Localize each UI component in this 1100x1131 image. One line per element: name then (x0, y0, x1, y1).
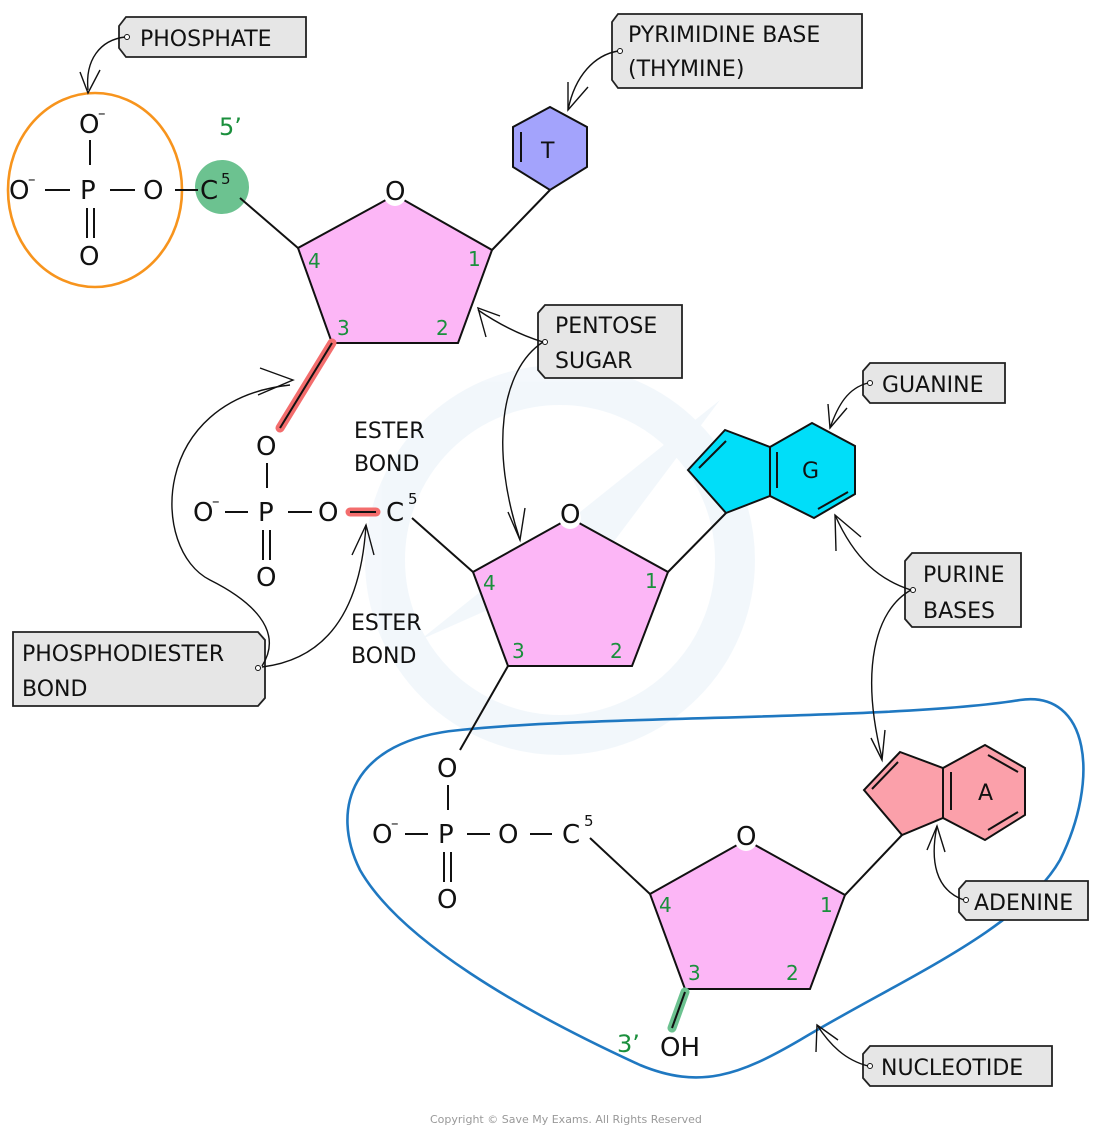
svg-text:3: 3 (512, 639, 525, 663)
svg-text:3: 3 (688, 961, 701, 985)
svg-text:O: O (498, 820, 518, 850)
svg-text:–: – (212, 492, 220, 510)
five-prime-label: 5’ (219, 113, 242, 141)
svg-text:SUGAR: SUGAR (555, 349, 632, 374)
svg-text:BOND: BOND (22, 677, 87, 702)
carbon-2-label: 2 (436, 316, 449, 340)
svg-text:1: 1 (645, 569, 658, 593)
thymine-letter: T (540, 139, 555, 164)
atom-o: O (143, 176, 163, 206)
svg-text:PHOSPHATE: PHOSPHATE (140, 27, 272, 52)
pentose-sugar-2 (471, 516, 670, 667)
svg-text:O: O (437, 754, 457, 784)
phosphate-group-top: O – O – P O O C 5 (9, 104, 231, 272)
carbon-1-label: 1 (468, 247, 481, 271)
svg-text:GUANINE: GUANINE (882, 373, 984, 398)
ester-bond-label-bottom: ESTER (351, 611, 422, 636)
adenine-base (862, 743, 1026, 842)
svg-text:PENTOSE: PENTOSE (555, 314, 657, 339)
guanine-label-tag: GUANINE (862, 362, 1006, 404)
svg-text:BOND: BOND (354, 452, 419, 477)
svg-text:C: C (386, 498, 404, 528)
svg-text:O: O (193, 498, 213, 528)
svg-text:BOND: BOND (351, 644, 416, 669)
svg-text:5: 5 (221, 170, 231, 188)
guanine-base (686, 421, 856, 520)
nucleotide-outline (346, 697, 1085, 1079)
arrow (86, 36, 126, 91)
guanine-letter: G (802, 459, 819, 484)
pentose-sugar-1 (296, 193, 494, 344)
svg-text:–: – (391, 814, 399, 832)
copyright-notice: Copyright © Save My Exams. All Rights Re… (430, 1113, 702, 1126)
svg-text:BASES: BASES (923, 599, 995, 624)
thymine-base (512, 105, 588, 192)
atom-o: O (79, 242, 99, 272)
ring-oxygen: O (385, 177, 405, 207)
ester-bond-label-top: ESTER (354, 419, 425, 444)
phosphate-group-middle: O O – P O O C 5 (193, 432, 418, 593)
svg-text:1: 1 (820, 893, 833, 917)
atom-o-minus: O (79, 110, 99, 140)
atom-c5: C (200, 176, 218, 206)
pyrimidine-label-tag: PYRIMIDINE BASE (THYMINE) (611, 13, 863, 89)
svg-text:O: O (372, 820, 392, 850)
svg-text:O: O (560, 500, 580, 530)
svg-text:O: O (318, 498, 338, 528)
pentose-sugar-label-tag: PENTOSE SUGAR (537, 304, 683, 379)
svg-text:ADENINE: ADENINE (974, 891, 1073, 916)
svg-text:P: P (258, 498, 274, 528)
adenine-label-tag: ADENINE (958, 880, 1089, 921)
svg-text:P: P (438, 820, 454, 850)
svg-text:2: 2 (786, 961, 799, 985)
phosphodiester-bond-label-tag: PHOSPHODIESTER BOND (12, 631, 266, 707)
svg-text:C: C (562, 820, 580, 850)
purine-bases-label-tag: PURINE BASES (904, 552, 1022, 628)
svg-text:5: 5 (408, 490, 418, 508)
phosphate-label-tag: PHOSPHATE (118, 16, 307, 58)
adenine-letter: A (978, 781, 993, 806)
svg-text:(THYMINE): (THYMINE) (628, 57, 744, 82)
nucleotide-label-tag: NUCLEOTIDE (862, 1045, 1053, 1087)
three-prime-label: 3’ (617, 1030, 640, 1058)
phosphate-group-bottom: O O – P O O C 5 (372, 754, 594, 915)
five-prime-highlight (195, 160, 249, 214)
svg-text:O: O (256, 432, 276, 462)
carbon-4-label: 4 (308, 249, 321, 273)
atom-p: P (80, 176, 96, 206)
svg-text:–: – (98, 104, 106, 122)
pentose-sugar-3 (648, 838, 847, 990)
svg-text:–: – (28, 170, 36, 188)
svg-text:O: O (256, 563, 276, 593)
svg-text:O: O (736, 822, 756, 852)
svg-text:O: O (437, 885, 457, 915)
svg-text:4: 4 (659, 893, 672, 917)
svg-text:2: 2 (610, 639, 623, 663)
svg-text:PHOSPHODIESTER: PHOSPHODIESTER (22, 642, 224, 667)
svg-text:PURINE: PURINE (923, 563, 1005, 588)
svg-text:PYRIMIDINE BASE: PYRIMIDINE BASE (628, 23, 820, 48)
svg-text:NUCLEOTIDE: NUCLEOTIDE (881, 1056, 1023, 1081)
atom-o-minus: O (9, 176, 29, 206)
svg-text:5: 5 (584, 812, 594, 830)
svg-text:4: 4 (483, 571, 496, 595)
carbon-3-label: 3 (337, 316, 350, 340)
hydroxyl-group: OH (660, 1033, 700, 1063)
